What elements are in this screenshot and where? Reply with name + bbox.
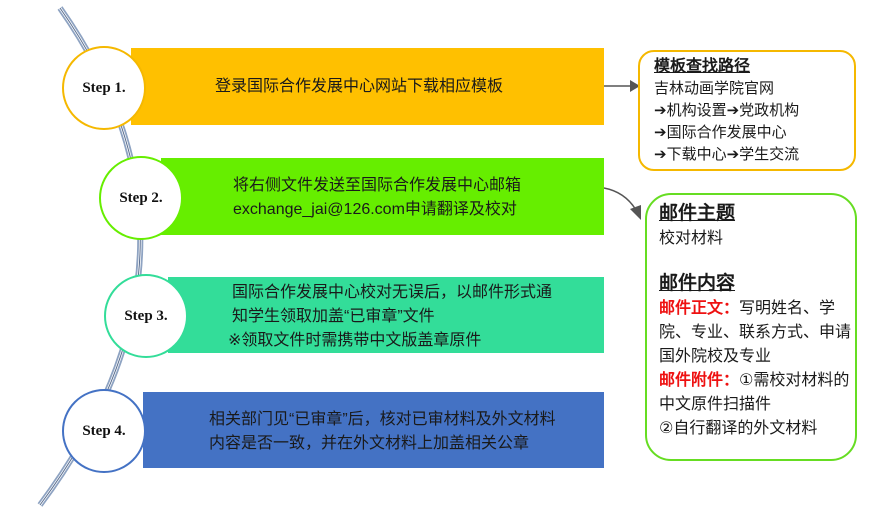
step2-bar: 将右侧文件发送至国际合作发展中心邮箱 exchange_jai@126.com申…	[161, 158, 604, 235]
email-subject-title: 邮件主题	[659, 203, 736, 224]
template-path-title: 模板查找路径	[654, 58, 751, 75]
arrow-step2	[603, 187, 637, 211]
email-attach-text: ①需校对材料的中文原件扫描件	[659, 372, 850, 413]
email-body-text: 写明姓名、学院、专业、联系方式、申请国外院校及专业	[659, 300, 852, 365]
step3-text-line2: 知学生领取加盖“已审章”文件	[232, 308, 435, 325]
step1-label: Step 1.	[82, 79, 126, 96]
email-info-box: 邮件主题 校对材料 邮件内容 邮件正文：写明姓名、学院、专业、联系方式、申请国外…	[645, 193, 857, 461]
template-path-line: ➔国际合作发展中心	[654, 124, 787, 141]
step3-text-line1: 国际合作发展中心校对无误后，以邮件形式通	[232, 284, 553, 301]
email-body-paragraph: 邮件正文：写明姓名、学院、专业、联系方式、申请国外院校及专业	[659, 297, 855, 369]
step1-bar: 登录国际合作发展中心网站下载相应模板	[131, 48, 604, 125]
email-attach-paragraph: 邮件附件：①需校对材料的中文原件扫描件	[659, 369, 855, 417]
step1-circle: Step 1.	[62, 46, 146, 130]
step2-text-line1: 将右侧文件发送至国际合作发展中心邮箱	[233, 177, 522, 194]
step4-label: Step 4.	[82, 422, 126, 439]
template-path-line: 吉林动画学院官网	[654, 80, 775, 97]
step1-text: 登录国际合作发展中心网站下载相应模板	[215, 78, 504, 95]
template-path-line: ➔下载中心➔学生交流	[654, 146, 800, 163]
step2-text-line2: exchange_jai@126.com申请翻译及校对	[233, 201, 517, 218]
template-path-line: ➔机构设置➔党政机构	[654, 102, 800, 119]
step2-label: Step 2.	[119, 189, 163, 206]
step4-circle: Step 4.	[62, 389, 146, 473]
step2-circle: Step 2.	[99, 156, 183, 240]
step3-circle: Step 3.	[104, 274, 188, 358]
step3-label: Step 3.	[124, 307, 168, 324]
email-subject: 校对材料	[659, 230, 724, 247]
template-path-box: 模板查找路径 吉林动画学院官网 ➔机构设置➔党政机构 ➔国际合作发展中心 ➔下载…	[638, 50, 856, 171]
step4-bar: 相关部门见“已审章”后，核对已审材料及外文材料 内容是否一致，并在外文材料上加盖…	[143, 392, 604, 468]
email-attach-label: 邮件附件：	[659, 372, 740, 389]
step4-text-line2: 内容是否一致，并在外文材料上加盖相关公章	[209, 435, 530, 452]
step4-text-line1: 相关部门见“已审章”后，核对已审材料及外文材料	[209, 411, 556, 428]
email-content-title: 邮件内容	[659, 273, 736, 294]
step3-bar: 国际合作发展中心校对无误后，以邮件形式通 知学生领取加盖“已审章”文件 ※领取文…	[168, 277, 604, 353]
email-attach-text2: ②自行翻译的外文材料	[659, 420, 818, 437]
email-body-label: 邮件正文：	[659, 300, 740, 317]
step3-text-line3: ※领取文件时需携带中文版盖章原件	[228, 332, 482, 349]
